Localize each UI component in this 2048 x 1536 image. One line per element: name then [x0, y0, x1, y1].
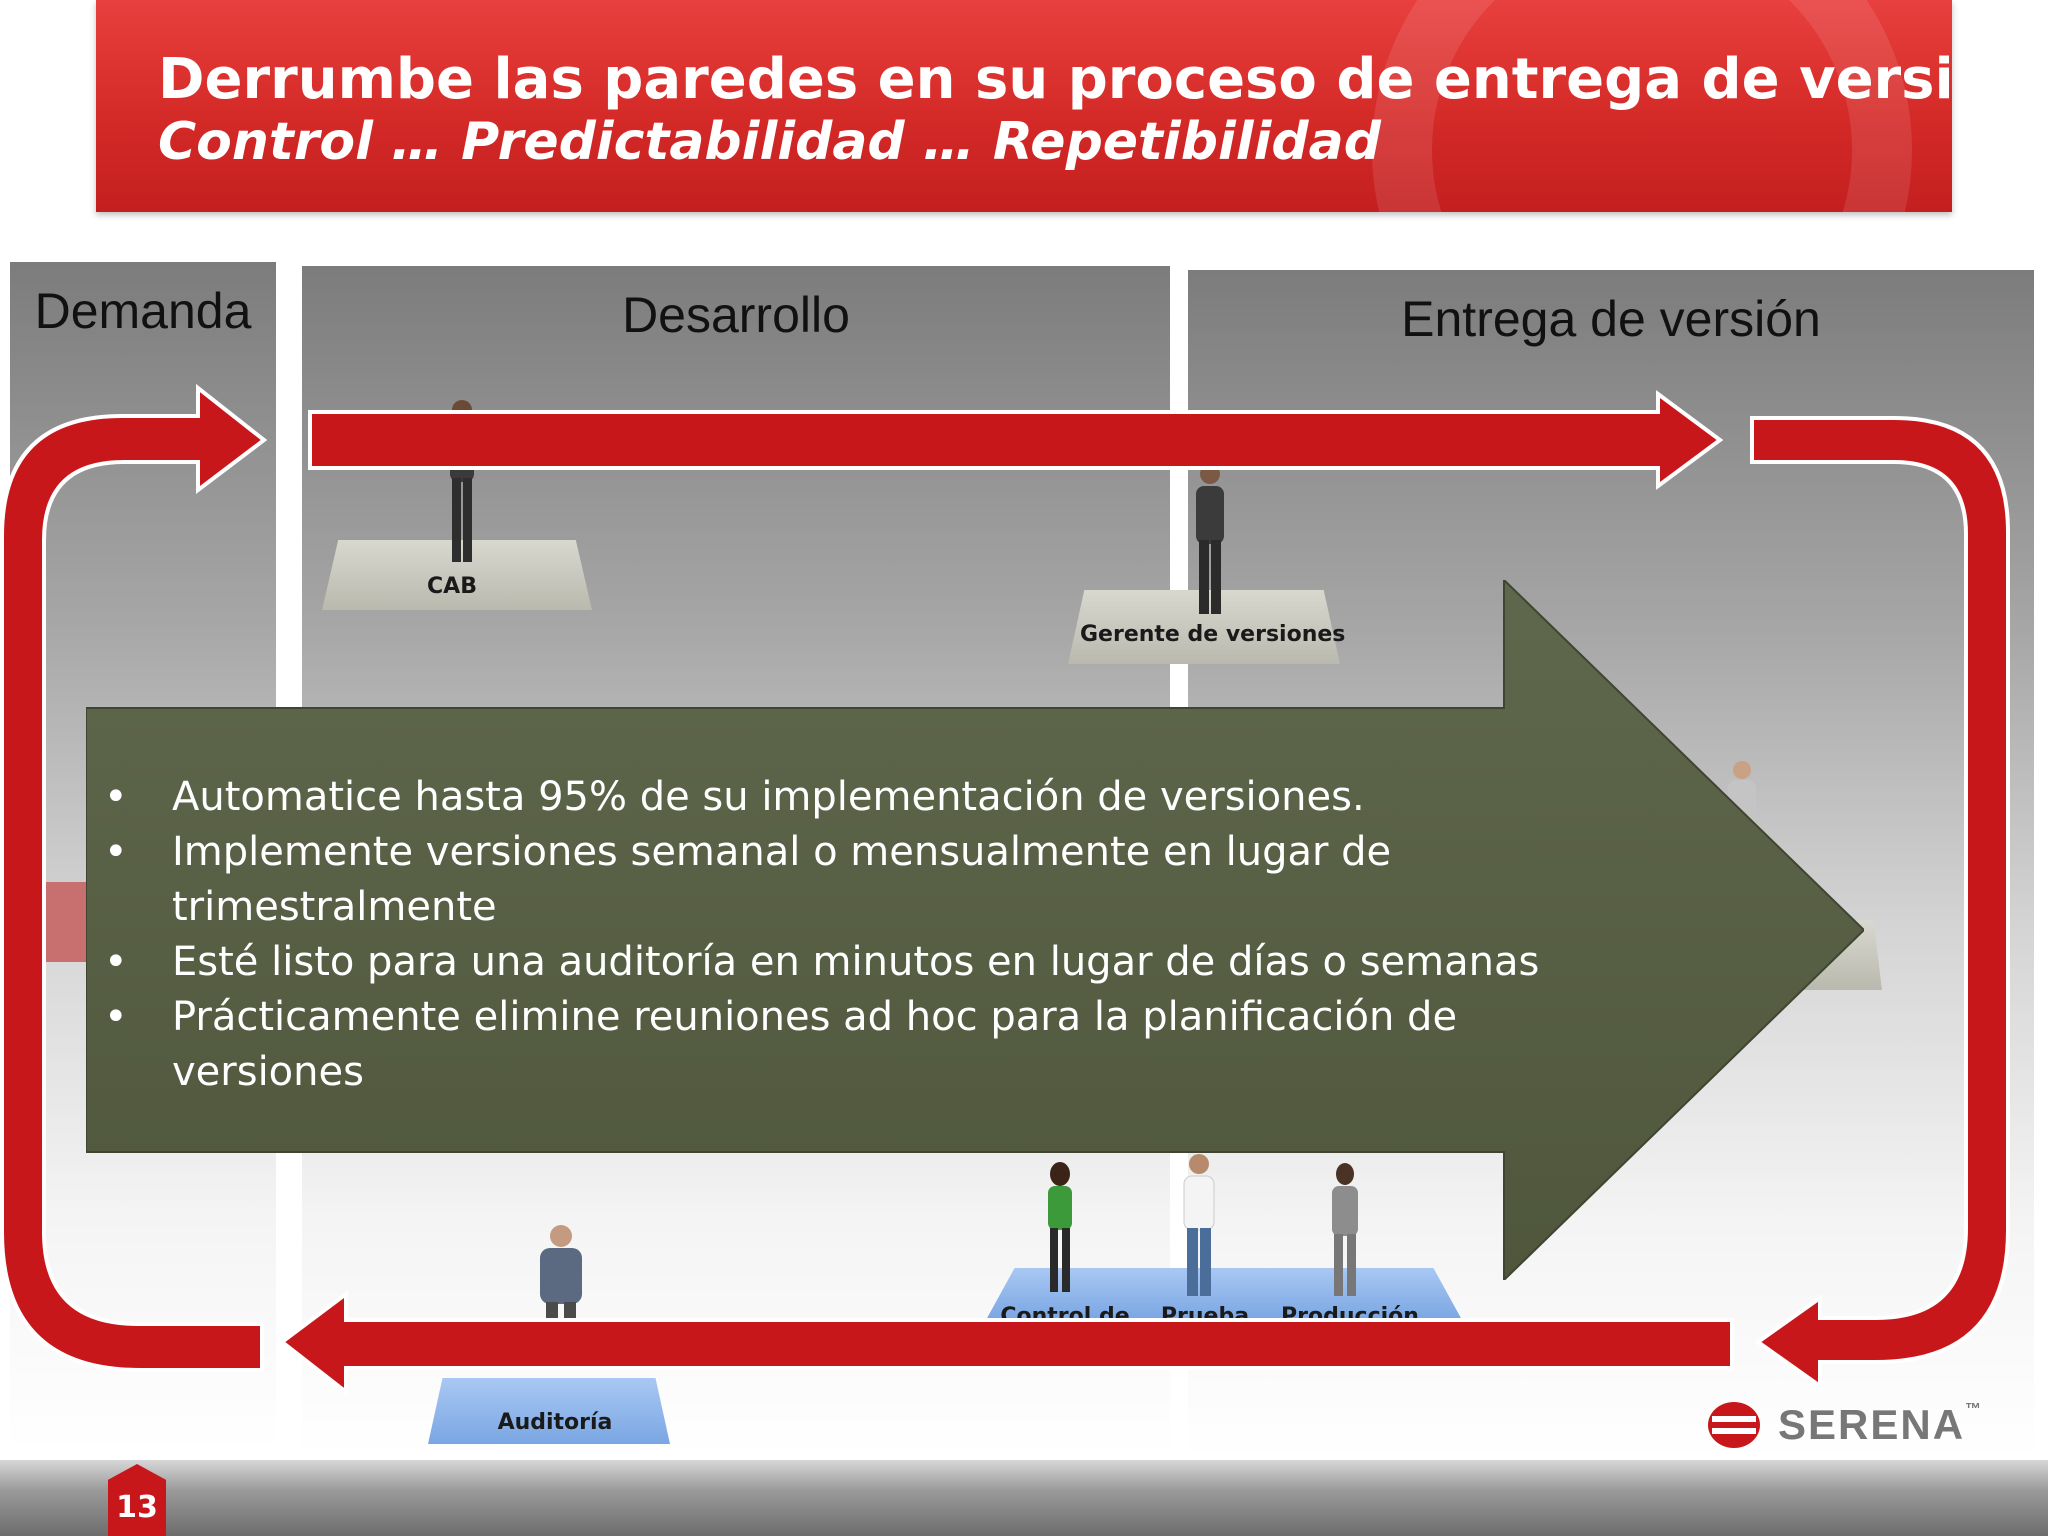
platform-label-cab: CAB	[427, 574, 477, 599]
bullet-item: • Implemente versiones semanal o mensualm…	[104, 825, 1564, 935]
lane-label-demanda: Demanda	[34, 283, 252, 339]
bullet-text: Prácticamente elimine reuniones ad hoc p…	[172, 994, 1458, 1095]
bullet-dot: •	[104, 774, 128, 820]
bullet-dot: •	[104, 994, 128, 1040]
slide-title: Derrumbe las paredes en su proceso de en…	[158, 47, 1952, 112]
slide-subtitle: Control … Predictabilidad … Repetibilida…	[158, 112, 1381, 172]
person-testing-icon	[1183, 1154, 1215, 1296]
person-version-control-icon	[1048, 1162, 1072, 1292]
bullet-text: Implemente versiones semanal o mensualme…	[172, 829, 1392, 930]
page-number-tab	[108, 1464, 166, 1536]
platform-label-release-manager: Gerente de versiones	[1080, 622, 1346, 647]
platform-label-audit: Auditoría	[497, 1410, 613, 1435]
bullet-item: • Prácticamente elimine reuniones ad hoc …	[104, 990, 1564, 1100]
callout-bullet-list: • Automatice hasta 95% de su implementaci…	[104, 770, 1564, 1100]
bullet-text: Automatice hasta 95% de su implementació…	[172, 774, 1365, 820]
lane-label-desarrollo: Desarrollo	[622, 287, 850, 343]
bullet-text: Esté listo para una auditoría en minutos…	[172, 939, 1540, 985]
lane-label-entrega: Entrega de versión	[1401, 291, 1821, 347]
bullet-dot: •	[104, 829, 128, 875]
title-banner: Derrumbe las paredes en su proceso de en…	[96, 0, 1952, 212]
person-audit-icon	[540, 1225, 582, 1318]
serena-logo-mark-icon	[1708, 1402, 1760, 1448]
serena-logo: SERENA™	[1706, 1400, 1983, 1450]
page-number: 13	[116, 1490, 158, 1525]
callout-arrow	[86, 580, 1864, 1280]
right-loop-arrow	[1750, 416, 2010, 1390]
bottom-arrow	[278, 1290, 1734, 1397]
bullet-item: • Automatice hasta 95% de su implementaci…	[104, 770, 1564, 825]
bullet-item: • Esté listo para una auditoría en minuto…	[104, 935, 1564, 990]
platform-audit	[428, 1378, 670, 1444]
serena-logo-text: SERENA™	[1778, 1401, 1984, 1448]
bullet-dot: •	[104, 939, 128, 985]
left-loop-arrow	[0, 383, 268, 1372]
footer-bar	[0, 1460, 2048, 1536]
top-arrow	[308, 390, 1724, 490]
person-production-icon	[1332, 1163, 1358, 1296]
